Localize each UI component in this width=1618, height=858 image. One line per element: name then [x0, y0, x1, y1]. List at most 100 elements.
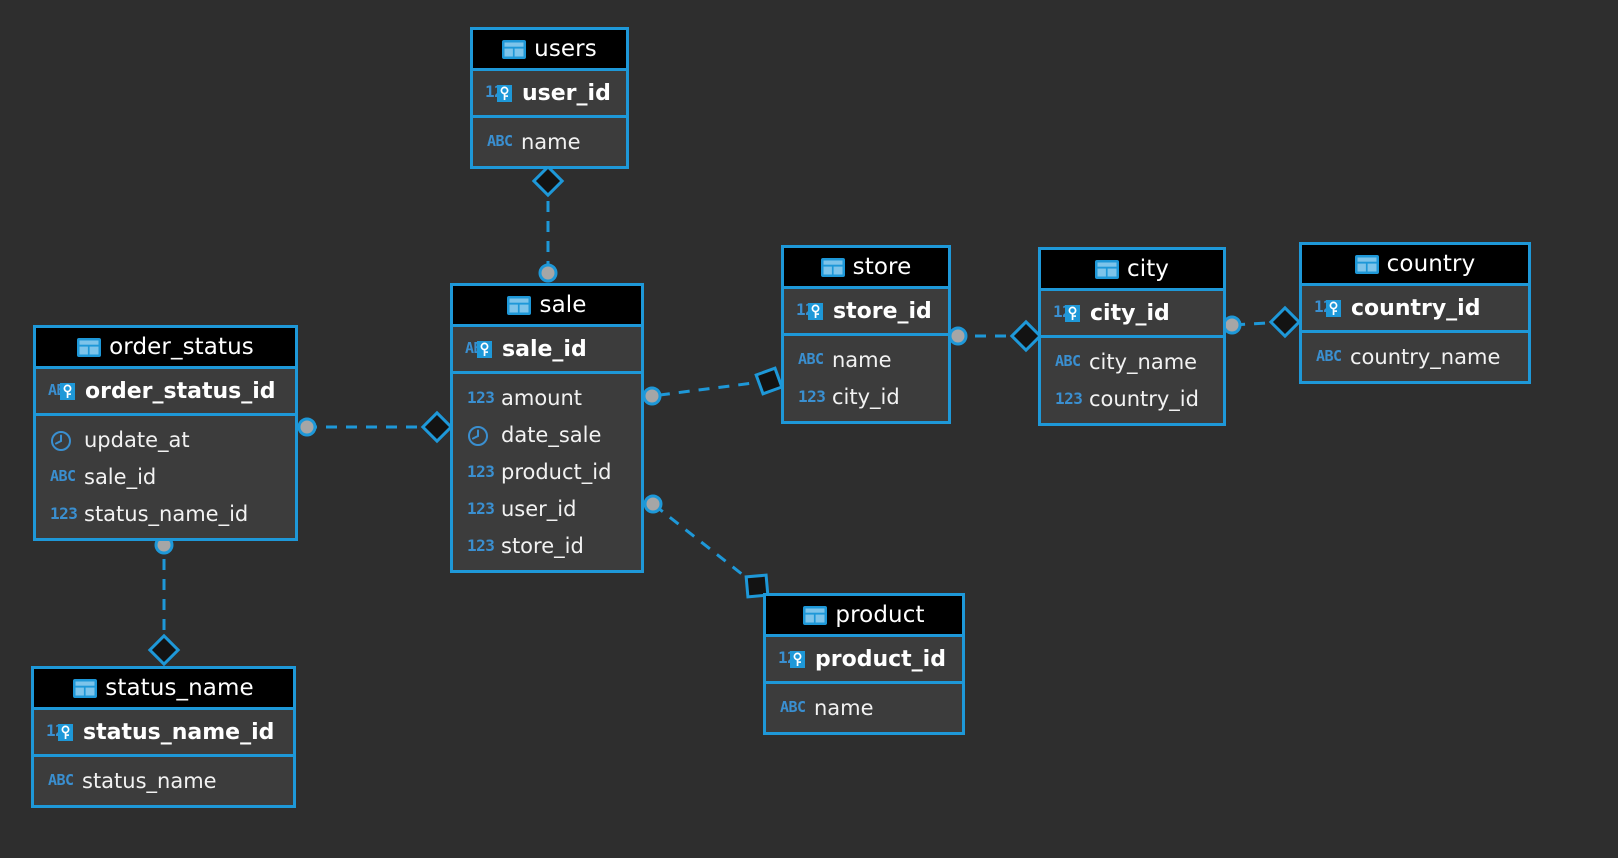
relationship-line — [652, 502, 758, 588]
primary-key-row-order_status[interactable]: ABC order_status_id — [36, 369, 295, 416]
relationship-city-country[interactable] — [1222, 305, 1302, 339]
table-title: users — [534, 36, 597, 62]
column-label: user_id — [522, 80, 611, 106]
table-title: order_status — [109, 334, 254, 360]
text-type-icon: ABC — [50, 467, 76, 485]
relationship-users-sale[interactable] — [531, 164, 565, 283]
relationship-diamond-marker — [531, 164, 565, 198]
column-label: order_status_id — [85, 378, 276, 404]
column-row[interactable]: date_sale — [453, 416, 641, 453]
table-title: store — [852, 254, 912, 280]
column-row[interactable]: update_at — [36, 421, 295, 458]
table-node-order_status[interactable]: order_statusABCorder_status_idupdate_atA… — [33, 325, 298, 541]
column-label: city_id — [832, 384, 900, 409]
primary-key-row-city[interactable]: 123 city_id — [1041, 291, 1223, 338]
column-row[interactable]: 123 city_id — [784, 378, 948, 415]
table-icon — [502, 39, 527, 59]
table-title: country — [1386, 251, 1476, 277]
table-header-store[interactable]: store — [784, 248, 948, 289]
primary-key-row-users[interactable]: 123 user_id — [473, 71, 626, 118]
column-label: store_id — [501, 533, 584, 558]
primary-key-row-store[interactable]: 123 store_id — [784, 289, 948, 336]
relationship-circle-marker — [643, 494, 663, 514]
relationship-diamond-marker — [420, 410, 454, 444]
table-title: sale — [539, 292, 587, 318]
primary-key-type-icon: 123 — [1053, 300, 1083, 326]
table-icon — [507, 295, 532, 315]
table-icon — [77, 337, 102, 357]
clock-icon — [467, 424, 493, 446]
table-icon — [803, 605, 828, 625]
primary-key-type-icon: ABC — [48, 378, 78, 404]
table-header-status_name[interactable]: status_name — [34, 669, 293, 710]
primary-key-type-icon: ABC — [465, 336, 495, 362]
table-header-order_status[interactable]: order_status — [36, 328, 295, 369]
table-header-city[interactable]: city — [1041, 250, 1223, 291]
table-header-country[interactable]: country — [1302, 245, 1528, 286]
column-label: user_id — [501, 496, 577, 521]
column-row[interactable]: ABC country_name — [1302, 338, 1528, 375]
key-icon — [1326, 300, 1341, 322]
column-label: country_name — [1350, 344, 1501, 369]
table-header-product[interactable]: product — [766, 596, 962, 637]
column-label: product_id — [815, 646, 946, 672]
column-label: status_name_id — [84, 501, 249, 526]
key-icon — [808, 303, 823, 325]
relationship-order_status-sale[interactable] — [297, 410, 454, 444]
relationship-diamond-marker — [754, 366, 784, 396]
primary-key-row-product[interactable]: 123 product_id — [766, 637, 962, 684]
column-label: name — [814, 695, 874, 720]
number-type-icon: 123 — [798, 386, 826, 406]
column-label: store_id — [833, 298, 932, 324]
table-header-users[interactable]: users — [473, 30, 626, 71]
relationship-sale-store[interactable] — [642, 366, 784, 406]
column-label: name — [521, 129, 581, 154]
relationship-store-city[interactable] — [948, 319, 1043, 353]
key-icon — [1065, 305, 1080, 327]
table-node-status_name[interactable]: status_name123status_name_idABCstatus_na… — [31, 666, 296, 808]
relationship-line — [651, 379, 770, 398]
table-header-sale[interactable]: sale — [453, 286, 641, 327]
column-label: date_sale — [501, 422, 602, 447]
column-label: country_id — [1089, 386, 1199, 411]
relationship-sale-product[interactable] — [643, 494, 770, 599]
relationship-circle-marker — [642, 386, 662, 406]
primary-key-type-icon: 123 — [485, 80, 515, 106]
relationship-diamond-marker — [1009, 319, 1043, 353]
table-title: product — [835, 602, 925, 628]
primary-key-type-icon: 123 — [778, 646, 808, 672]
column-label: name — [832, 347, 892, 372]
relationship-status_name-order_status[interactable] — [147, 535, 181, 667]
primary-key-type-icon: 123 — [796, 298, 826, 324]
column-label: city_id — [1090, 300, 1170, 326]
text-type-icon: ABC — [1316, 347, 1342, 365]
column-label: amount — [501, 385, 583, 410]
